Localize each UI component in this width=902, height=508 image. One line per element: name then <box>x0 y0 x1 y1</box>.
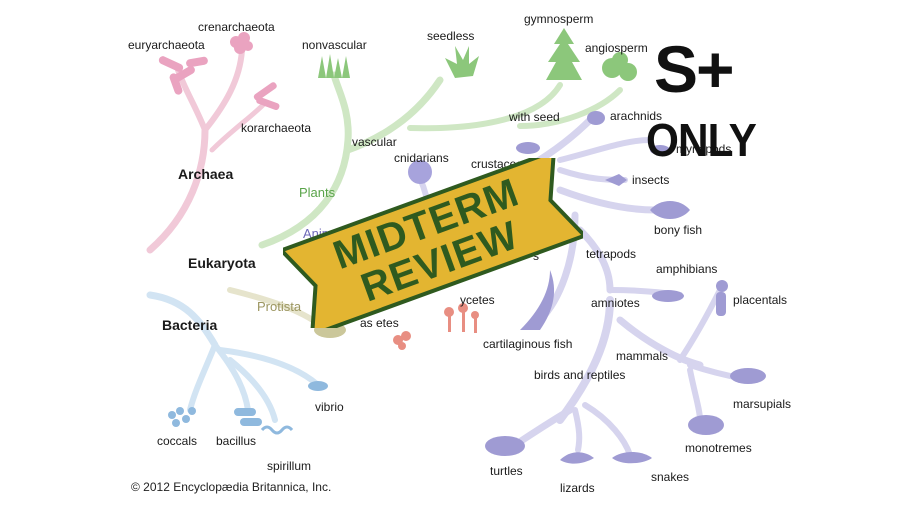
label-bacillus: bacillus <box>216 434 257 448</box>
bacteria-branch <box>146 291 321 423</box>
label-insects: insects <box>632 173 670 187</box>
label-turtles: turtles <box>490 464 523 478</box>
label-euryarchaeota: euryarchaeota <box>128 38 205 52</box>
label-birds-and-reptiles: birds and reptiles <box>534 368 626 382</box>
label-arachnids: arachnids <box>610 109 663 123</box>
label-seedless: seedless <box>427 29 475 43</box>
kingdom-plants: Plants <box>299 185 336 200</box>
fungi-specimens <box>393 303 479 350</box>
label-angiosperm: angiosperm <box>585 41 648 55</box>
label-coccals: coccals <box>157 434 198 448</box>
midterm-review-banner: MIDTERM REVIEW <box>277 148 589 338</box>
bacteria-cells <box>168 381 328 435</box>
animals-specimens <box>408 111 766 464</box>
label-marsupials: marsupials <box>733 397 792 411</box>
label-korarchaeota: korarchaeota <box>241 121 312 135</box>
group-bacteria: Bacteria <box>162 317 218 333</box>
label-monotremes: monotremes <box>685 441 752 455</box>
label-amniotes: amniotes <box>591 296 640 310</box>
label-cartilaginous-fish: cartilaginous fish <box>483 337 573 351</box>
label-bony-fish: bony fish <box>654 223 703 237</box>
kingdom-protista: Protista <box>257 299 302 314</box>
label-partial-s: s <box>533 249 539 263</box>
badge-splus: S+ <box>654 32 735 106</box>
label-mycetes-partial: ycetes <box>460 293 495 307</box>
label-tetrapods: tetrapods <box>586 247 637 261</box>
badge-only: ONLY <box>646 114 757 166</box>
copyright-notice: © 2012 Encyclopædia Britannica, Inc. <box>131 480 332 494</box>
label-snakes: snakes <box>651 470 690 484</box>
label-mammals: mammals <box>616 349 669 363</box>
plants-specimens <box>318 28 637 81</box>
label-myriapods: myriapods <box>676 142 732 156</box>
label-vibrio: vibrio <box>315 400 344 414</box>
label-amphibians: amphibians <box>656 262 718 276</box>
label-crenarchaeota: crenarchaeota <box>198 20 275 34</box>
label-vascular: vascular <box>352 135 397 149</box>
group-archaea: Archaea <box>178 166 234 182</box>
label-gymnosperm: gymnosperm <box>524 12 594 26</box>
label-ascomycetes-partial: as etes <box>360 316 399 330</box>
label-placentals: placentals <box>733 293 788 307</box>
label-spirillum: spirillum <box>267 459 312 473</box>
label-with-seed: with seed <box>509 110 560 124</box>
label-nonvascular: nonvascular <box>302 38 367 52</box>
label-cnidarians: cnidarians <box>394 151 449 165</box>
label-lizards: lizards <box>560 481 595 495</box>
archaea-cells <box>158 32 280 111</box>
banner-ribbon <box>277 148 589 338</box>
plants-branch <box>258 71 623 249</box>
group-eukaryota: Eukaryota <box>188 255 256 271</box>
archaea-branch <box>146 47 267 254</box>
